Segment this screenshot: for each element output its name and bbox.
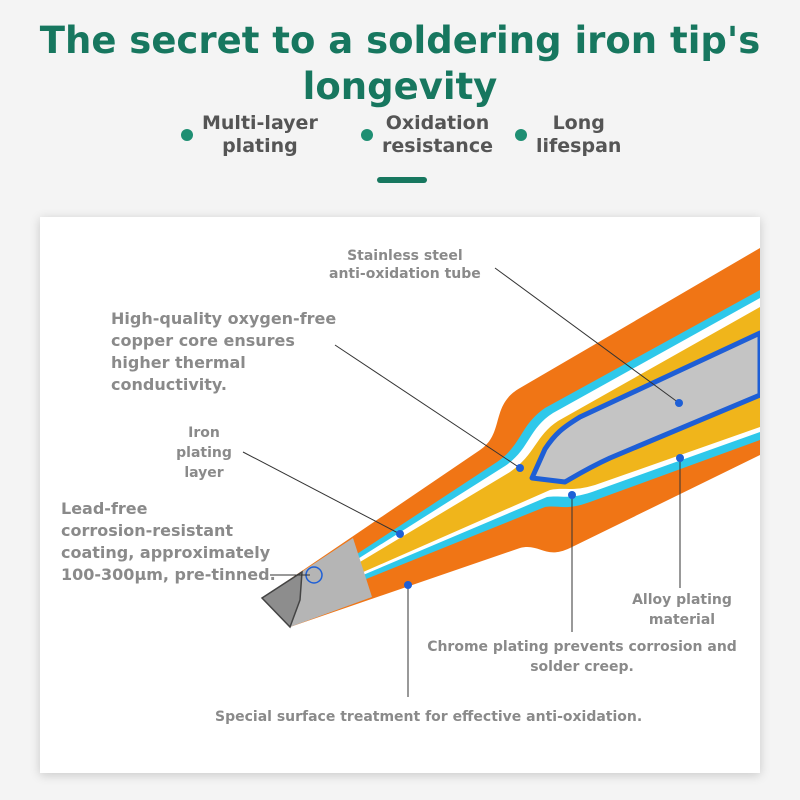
- label-special-treatment: Special surface treatment for effective …: [215, 709, 643, 725]
- feature-bullet-dot-icon: [361, 129, 373, 141]
- feature-bullet-dot-icon: [181, 129, 193, 141]
- page-title: The secret to a soldering iron tip's lon…: [0, 18, 800, 110]
- copper-core: [300, 307, 760, 598]
- leader-dot-copper: [516, 464, 524, 472]
- leader-stainless: [494, 267, 680, 404]
- leader-dot-stainless: [675, 399, 683, 407]
- label-copper-core: High-quality oxygen-free copper core ens…: [111, 309, 337, 394]
- accent-divider: [377, 177, 427, 183]
- outer-plating-layer: [262, 248, 760, 627]
- leader-dot-special: [404, 581, 412, 589]
- label-iron-plating: Iron plating layer: [176, 425, 232, 481]
- label-stainless-steel: Stainless steel anti-oxidation tube: [329, 248, 481, 282]
- label-leadfree-coating: Lead-free corrosion-resistant coating, a…: [61, 499, 276, 584]
- leader-dot-alloy: [676, 454, 684, 462]
- tip-face: [260, 570, 303, 629]
- leader-dots: [396, 399, 684, 589]
- feature-lifespan: Long lifespan: [515, 112, 621, 158]
- leader-dot-chrome: [568, 491, 576, 499]
- soldering-tip-diagram: [242, 248, 760, 697]
- leader-iron: [242, 451, 401, 535]
- label-alloy-plating: Alloy plating material: [632, 592, 732, 628]
- leader-lines: [242, 267, 681, 697]
- stainless-steel-tube: [529, 330, 760, 485]
- feature-label: Long lifespan: [536, 112, 622, 157]
- feature-label: Oxidation resistance: [382, 112, 493, 157]
- leader-dot-iron: [396, 530, 404, 538]
- title-line-2: longevity: [302, 65, 498, 108]
- feature-multi-layer: Multi-layer plating: [181, 112, 318, 158]
- title-line-1: The secret to a soldering iron tip's: [39, 19, 761, 62]
- feature-oxidation: Oxidation resistance: [361, 112, 493, 158]
- label-chrome-plating: Chrome plating prevents corrosion and so…: [427, 639, 737, 675]
- leader-copper: [334, 344, 521, 469]
- feature-label: Multi-layer plating: [202, 112, 318, 157]
- diagram-card: Stainless steel anti-oxidation tube High…: [40, 217, 760, 773]
- feature-bullet-dot-icon: [515, 129, 527, 141]
